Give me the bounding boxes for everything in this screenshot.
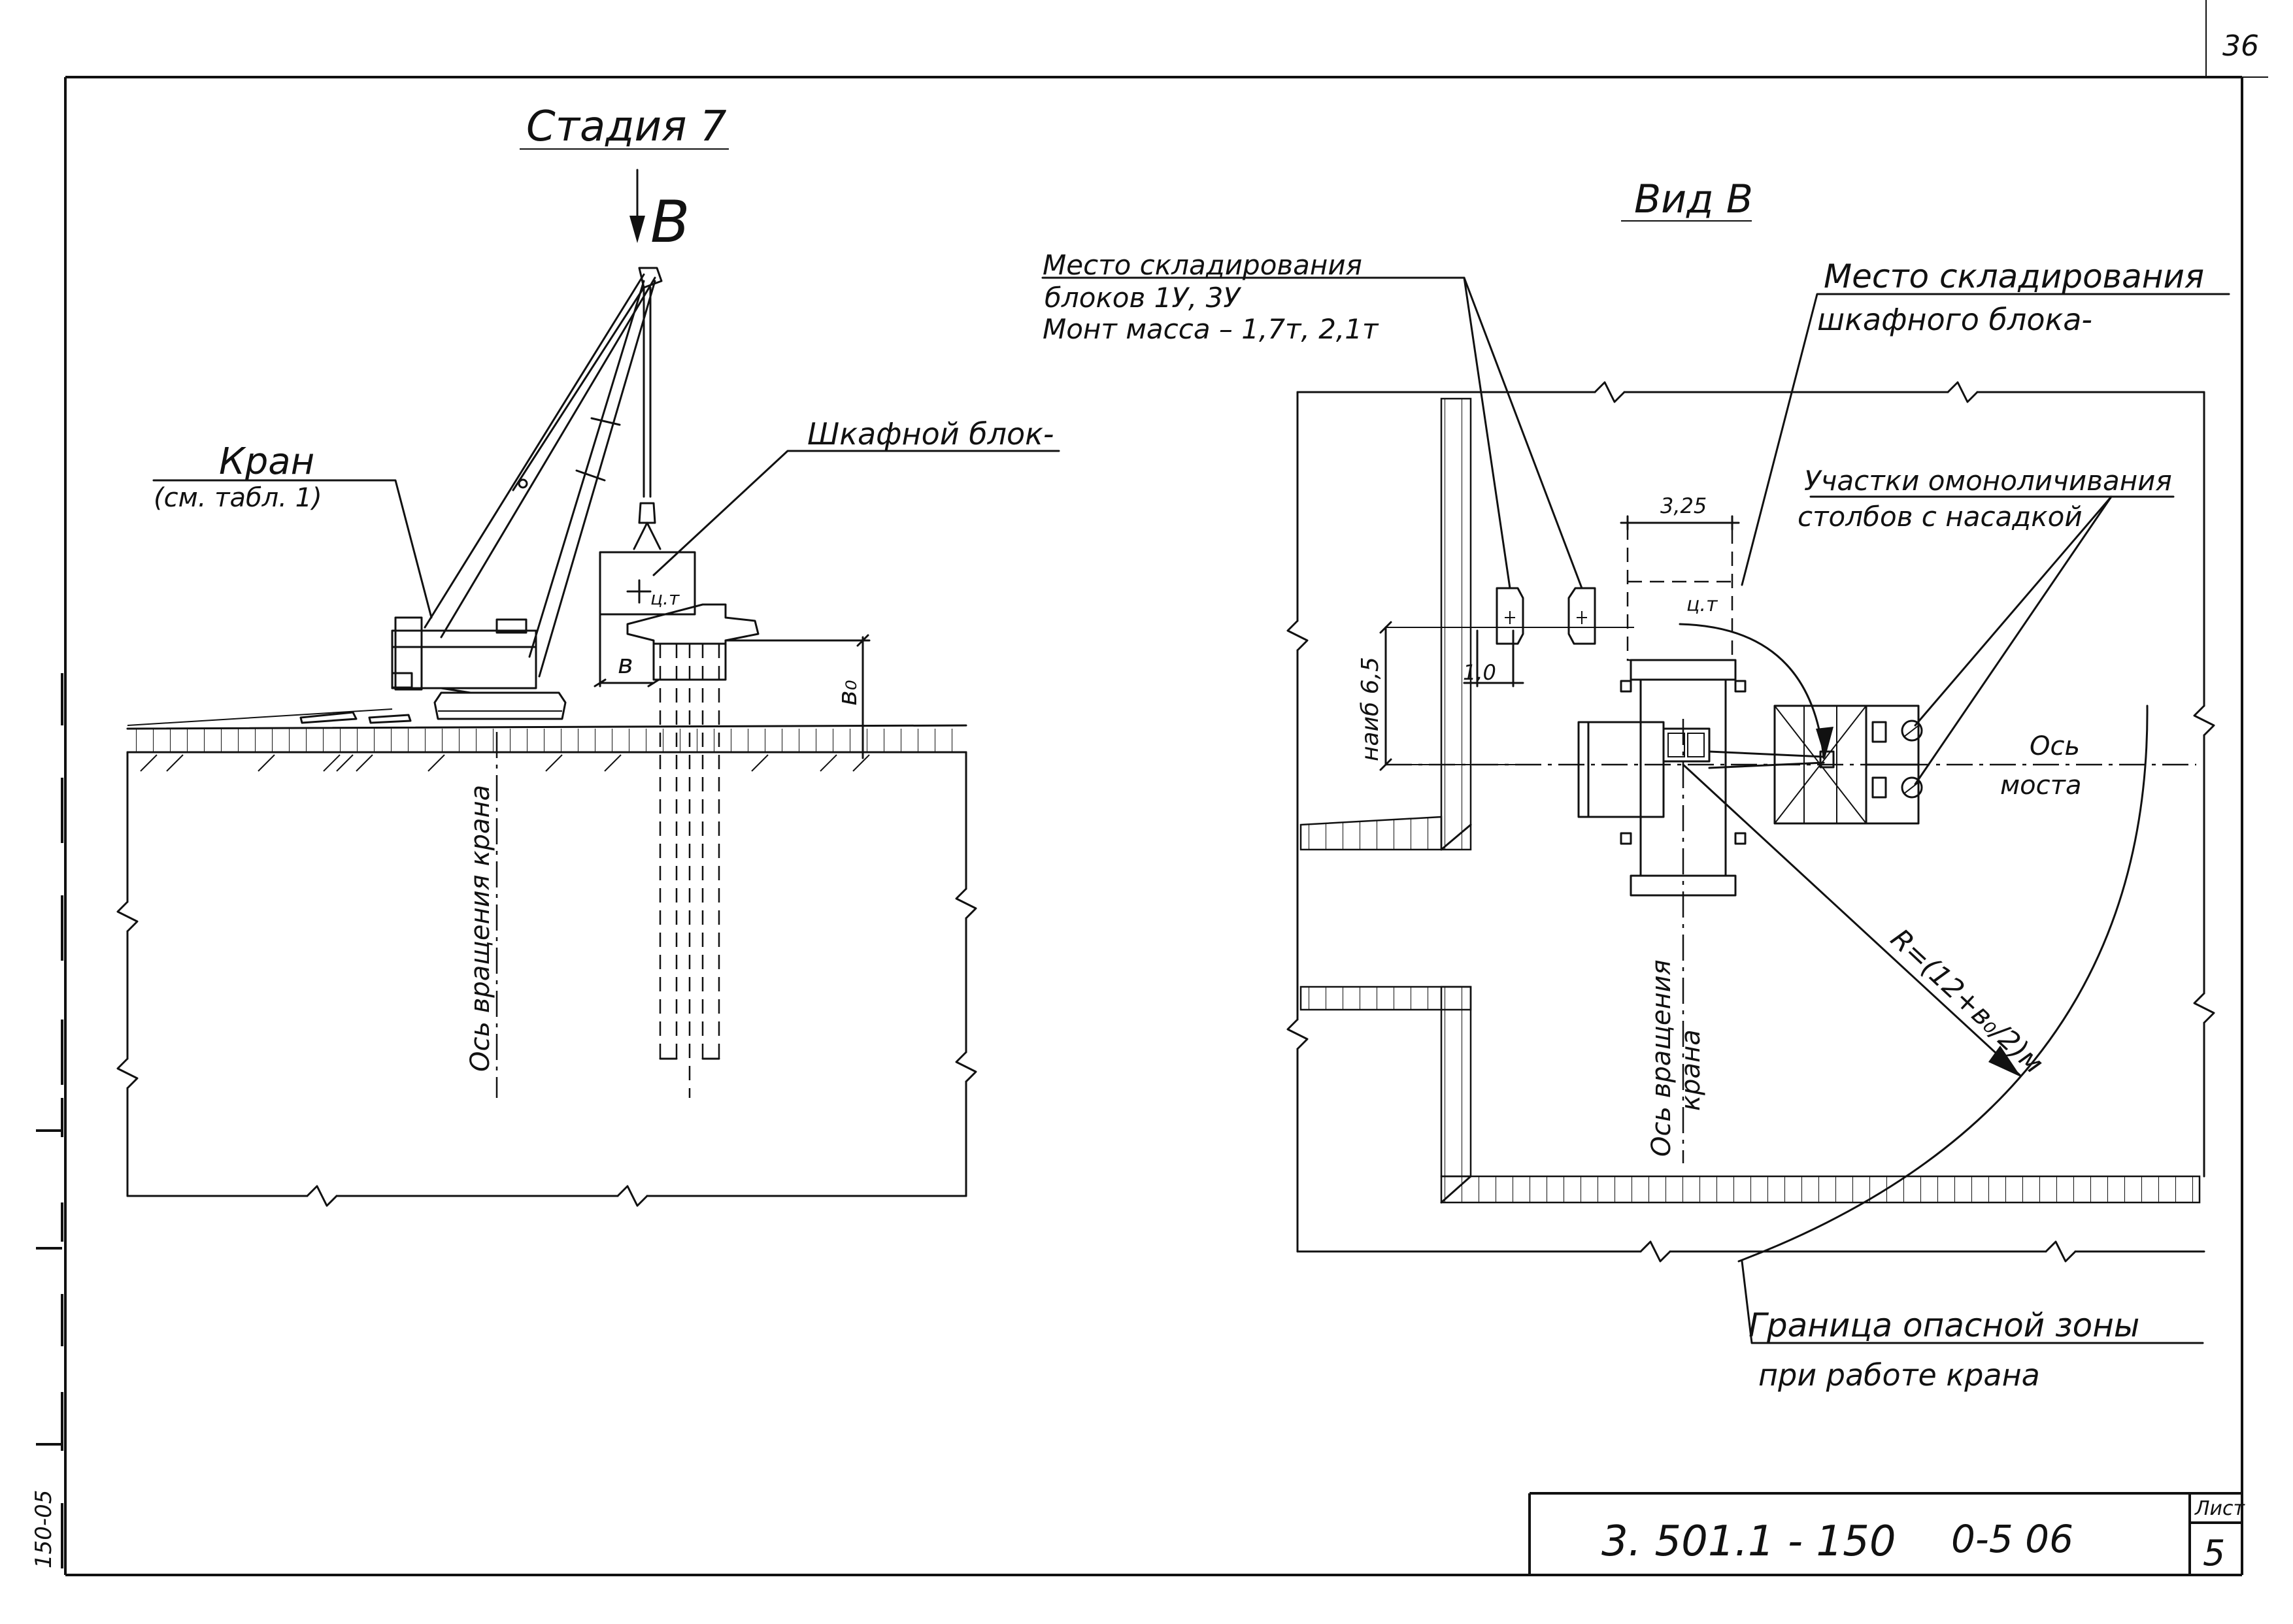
danger-line1: Граница опасной зоны (1749, 1306, 2139, 1344)
storage2-line1: Место складирования (1824, 257, 2204, 295)
dim-b: в (618, 650, 633, 680)
grouting-leader-a (1914, 495, 2113, 727)
soil-section (116, 751, 977, 1207)
doc-number: 3. 501.1 - 150 (1601, 1517, 1896, 1566)
block-label: Шкафной блок- (807, 416, 1054, 452)
storage2-line2: шкафного блока- (1817, 302, 2092, 337)
margin-marks (36, 673, 63, 1568)
danger-zone-leader (1741, 1260, 2204, 1344)
cg-label-left: ц.т (650, 588, 680, 609)
grouting-line2: столбов с насадкой (1798, 501, 2083, 533)
sheet-label: Лист (2194, 1497, 2246, 1520)
cg-label-plan: ц.т (1686, 593, 1718, 616)
crane-plan (1577, 659, 1835, 897)
page-number: 36 (2222, 29, 2259, 63)
bridge-axis-line1: Ось (2030, 731, 2080, 761)
grouting-line1: Участки омоноличивания (1804, 465, 2172, 497)
dim-width: 3,25 (1660, 493, 1707, 518)
rotation-axis-line2: крана (1676, 1029, 1706, 1111)
doc-code: 0-5 06 (1951, 1517, 2073, 1561)
cabinet-storage (1620, 515, 1740, 661)
storage1-leader-b (1463, 276, 1583, 589)
storage1-line2: блоков 1У, 3У (1045, 282, 1241, 314)
storage1-line1: Место складирования (1043, 249, 1362, 281)
crane-leader (152, 479, 433, 619)
radius-arrowhead (1988, 1046, 2021, 1077)
swing-arrowhead (1816, 727, 1833, 758)
sheet-number: 5 (2203, 1533, 2225, 1574)
crane (391, 267, 663, 720)
radius-line (1682, 763, 2021, 1076)
radius-label: R=(12+в₀/2)м (1884, 922, 2050, 1079)
danger-line2: при работе крана (1758, 1357, 2040, 1393)
dimension-b (594, 613, 660, 688)
sheet-frame (64, 0, 2268, 1576)
margin-stamp: 150-05 (31, 1490, 57, 1568)
bridge-support (626, 603, 760, 1098)
dim-offset: 1,0 (1463, 660, 1496, 685)
bridge-axis-line2: моста (2000, 771, 2081, 801)
crane-sublabel: (см. табл. 1) (154, 483, 322, 513)
view-arrow-b (629, 169, 645, 243)
dimension-b0 (724, 634, 871, 759)
title-block (1528, 1492, 2242, 1575)
ground-surface (126, 708, 967, 772)
view-title: Вид В (1634, 176, 1753, 222)
dim-b0: в₀ (833, 680, 863, 706)
plan-frame (1286, 381, 2215, 1263)
excavation-walls (1299, 397, 2201, 1204)
view-marker: B (650, 188, 690, 256)
rotation-axis-line1: Ось вращения (1647, 959, 1677, 1157)
dim-reach: наиб 6,5 (1357, 657, 1384, 761)
swing-arc (1679, 623, 1825, 759)
crane-axis-label: Ось вращения крана (465, 785, 495, 1072)
stage-title: Стадия 7 (526, 103, 727, 151)
storage-blocks-1u-3u (1496, 587, 1596, 645)
storage1-line3: Монт масса – 1,7т, 2,1т (1043, 313, 1379, 345)
block-leader (652, 450, 1060, 576)
storage2-leader (1741, 293, 2230, 586)
grouting-leader-b (1914, 495, 2113, 786)
crane-label: Кран (219, 440, 314, 483)
cabinet-block (599, 551, 696, 616)
danger-zone-arc (1737, 704, 2149, 1263)
dimension-offset (1463, 629, 1524, 688)
